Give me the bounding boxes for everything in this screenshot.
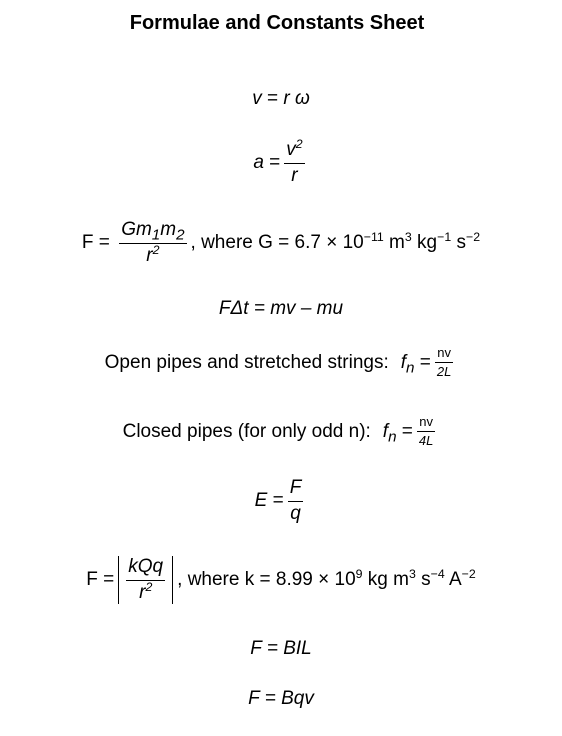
coulomb-fraction: kQq r2 xyxy=(126,555,166,603)
velocity-rhs: r ω xyxy=(283,88,310,109)
gravitation-constant: , where G = 6.7 × 10−11 m3 kg−1 s−2 xyxy=(190,230,481,254)
formula-velocity: v = r ω xyxy=(252,88,310,109)
open-pipes-fraction: nv 2L xyxy=(435,345,453,380)
acceleration-fraction: v2 r xyxy=(284,137,305,186)
formula-gravitation: F = Gm1m2 r2 , where G = 6.7 × 10−11 m3 … xyxy=(81,219,481,266)
formula-centripetal-acceleration: a = v2 r xyxy=(253,137,305,186)
formula-force-on-conductor: F = BIL xyxy=(250,638,312,659)
formula-open-pipes: Open pipes and stretched strings: fn = n… xyxy=(104,345,453,380)
formula-impulse: FΔt = mv – mu xyxy=(218,298,344,319)
coulomb-lhs: F xyxy=(86,569,98,590)
coulomb-absolute-value: kQq r2 xyxy=(118,555,174,604)
formula-electric-field: E = F q xyxy=(254,477,304,524)
gravitation-fraction: Gm1m2 r2 xyxy=(119,219,187,266)
coulomb-constant: , where k = 8.99 × 109 kg m3 s−4 A−2 xyxy=(177,567,476,590)
closed-pipes-fraction: nv 4L xyxy=(417,414,435,449)
formula-closed-pipes: Closed pipes (for only odd n): fn = nv 4… xyxy=(122,414,435,449)
gravitation-lhs: F xyxy=(81,232,94,254)
open-pipes-label: Open pipes and stretched strings: xyxy=(104,351,389,373)
electric-field-fraction: F q xyxy=(287,477,304,524)
formula-coulomb: F = kQq r2 , where k = 8.99 × 109 kg m3 … xyxy=(86,555,476,604)
velocity-symbol: v xyxy=(252,88,262,109)
closed-pipes-label: Closed pipes (for only odd n): xyxy=(122,420,371,442)
formula-force-on-charge: F = Bqv xyxy=(248,688,314,709)
page-title: Formulae and Constants Sheet xyxy=(129,12,425,34)
acceleration-symbol: a xyxy=(253,152,264,174)
electric-field-symbol: E xyxy=(254,490,268,512)
